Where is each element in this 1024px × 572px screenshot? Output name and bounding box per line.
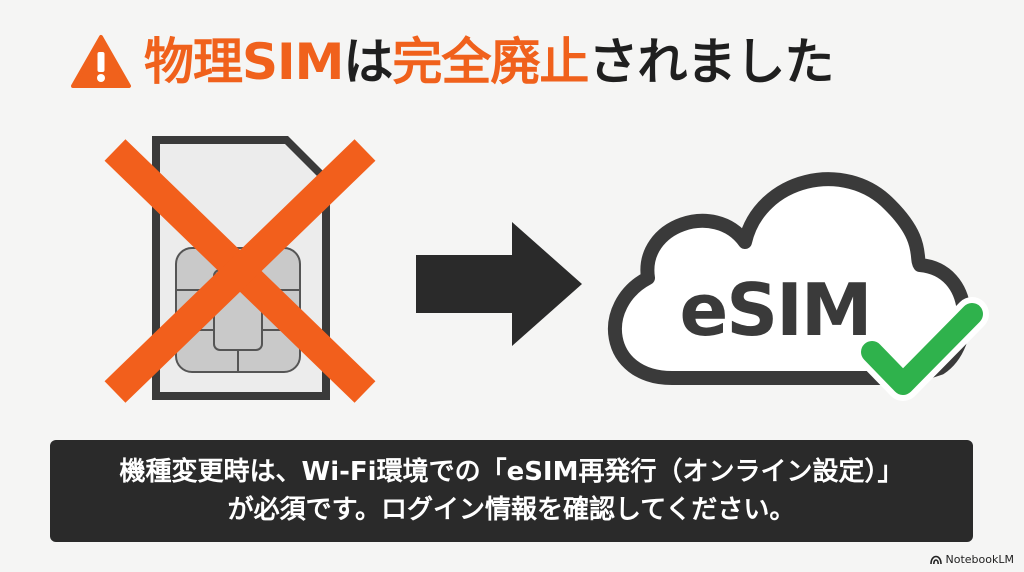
- headline-ending: されました: [588, 33, 834, 91]
- warning-icon: [71, 35, 131, 88]
- esim-label: eSIM: [679, 268, 872, 352]
- notice-line-1: 機種変更時は、Wi-Fi環境での「eSIM再発行（オンライン設定）」: [119, 456, 904, 487]
- notebooklm-logo-icon: [929, 555, 942, 564]
- brand-name: NotebookLM: [945, 553, 1014, 566]
- right-arrow-icon: [416, 222, 582, 346]
- notice-line-2: が必須です。ログイン情報を確認してください。: [227, 495, 796, 525]
- cross-mark-icon: [104, 139, 376, 403]
- headline-abolished: 完全廃止: [392, 33, 589, 91]
- notice-box: 機種変更時は、Wi-Fi環境での「eSIM再発行（オンライン設定）」 が必須です…: [50, 440, 973, 542]
- headline-physical-sim: 物理SIM: [144, 33, 344, 91]
- cloud-icon: [608, 172, 972, 385]
- brand-watermark: NotebookLM: [929, 553, 1014, 566]
- headline-particle: は: [343, 33, 393, 91]
- headline: 物理SIMは完全廃止されました: [70, 26, 834, 98]
